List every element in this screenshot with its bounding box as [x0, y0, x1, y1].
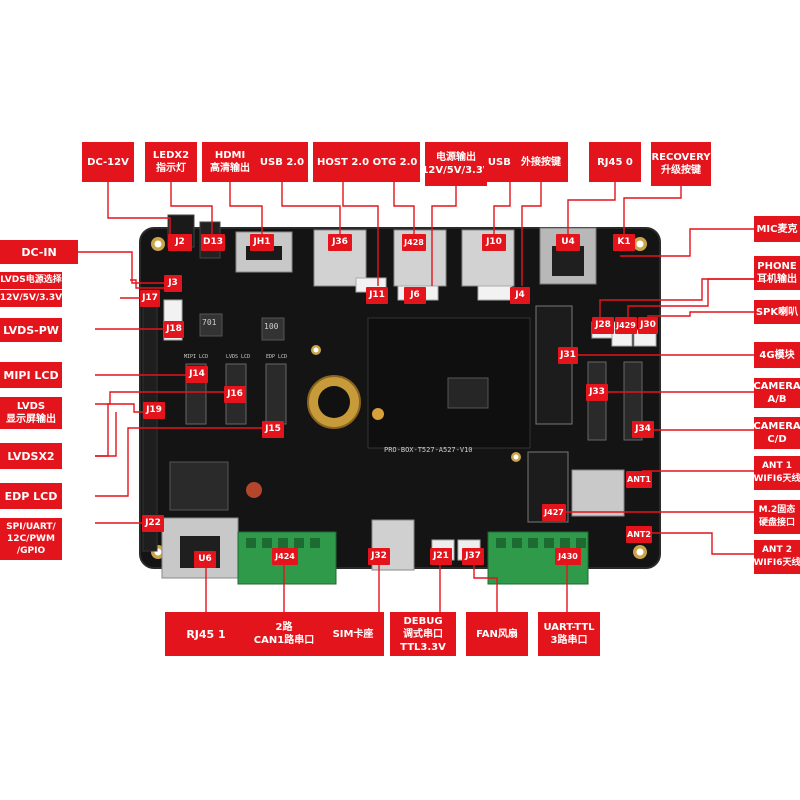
label-dc-in: DC-IN [0, 240, 78, 264]
tag-j429: J429 [615, 317, 637, 334]
tag-j28: J28 [592, 317, 614, 334]
label-rj45-1: RJ45 1 [165, 612, 247, 656]
label-lvdsx2: LVDSX2 [0, 443, 62, 469]
tag-j424: J424 [272, 548, 298, 565]
lvds-silkscreen: LVDS LCD [226, 354, 251, 360]
tag-j3: J3 [164, 275, 182, 292]
tag-j22: J22 [142, 515, 164, 532]
tag-u6: U6 [194, 551, 216, 568]
tag-j36: J36 [328, 234, 352, 251]
fpc-connector [623, 361, 643, 441]
label-spk: SPK喇叭 [754, 300, 800, 324]
label-host: HOST 2.0 [313, 142, 373, 182]
label-sim: SIM卡座 [322, 612, 384, 656]
tag-j34: J34 [632, 421, 654, 438]
tag-d13: D13 [201, 234, 225, 251]
m2-slot-4g [535, 305, 573, 425]
tag-j10: J10 [482, 234, 506, 251]
tag-j37: J37 [462, 548, 484, 565]
label-rj45-0: RJ45 0 [589, 142, 641, 182]
tag-j11: J11 [366, 287, 388, 304]
label-m2: M.2固态硬盘接口 [754, 500, 800, 534]
fpc-connector [587, 361, 607, 441]
mipi-silkscreen: MIPI LCD [184, 354, 209, 360]
tag-j18: J18 [164, 321, 184, 338]
tag-j17: J17 [140, 290, 160, 307]
tag-j14: J14 [186, 366, 208, 383]
label-otg: OTG 2.0 [370, 142, 420, 182]
label-dc-12v: DC-12V [82, 142, 134, 182]
label-mipi-lcd: MIPI LCD [0, 362, 62, 388]
tag-u4: U4 [556, 234, 580, 251]
tag-j4: J4 [510, 287, 530, 304]
tag-j6: J6 [404, 287, 426, 304]
label-edp-lcd: EDP LCD [0, 483, 62, 509]
tag-j428: J428 [402, 234, 426, 251]
edp-silkscreen: EDP LCD [266, 354, 288, 360]
wifi-module [571, 469, 625, 517]
inductor-silkscreen: 701 [202, 318, 217, 327]
tag-j2: J2 [168, 234, 192, 251]
label-ext-key: 外接按键 [514, 142, 568, 182]
tag-ant2: ANT2 [626, 526, 652, 543]
label-power-out: 电源输出12V/5V/3.3V [425, 142, 487, 186]
tag-j15: J15 [262, 421, 284, 438]
tag-k1: K1 [613, 234, 635, 251]
label-fan: FAN风扇 [466, 612, 528, 656]
label-usb-left: USB 2.0 [256, 142, 308, 182]
tag-j33: J33 [586, 384, 608, 401]
tag-j16: J16 [224, 386, 246, 403]
tag-j30: J30 [638, 317, 658, 334]
soc-chip [447, 377, 489, 409]
tag-ant1: ANT1 [626, 471, 652, 488]
label-lvds-voltage: 12V/5V/3.3V [0, 290, 62, 307]
label-4g: 4G模块 [754, 342, 800, 368]
label-mic: MIC麦克 [754, 216, 800, 242]
tag-j19: J19 [143, 402, 165, 419]
label-spi-uart: SPI/UART/12C/PWM/GPIO [0, 518, 62, 560]
tag-j31: J31 [558, 347, 578, 364]
tag-j21: J21 [430, 548, 452, 565]
label-lvds-power-select: LVDS电源选择 [0, 272, 62, 289]
tag-j430: J430 [555, 548, 581, 565]
inductor2-silkscreen: 100 [264, 322, 279, 331]
tag-j427: J427 [542, 504, 566, 521]
tag-j32: J32 [368, 548, 390, 565]
tag-jh1: JH1 [250, 234, 274, 251]
board-name-silkscreen: PRO-BOX-T527-A527-V10 [384, 446, 473, 454]
label-lvds-pw: LVDS-PW [0, 318, 62, 342]
